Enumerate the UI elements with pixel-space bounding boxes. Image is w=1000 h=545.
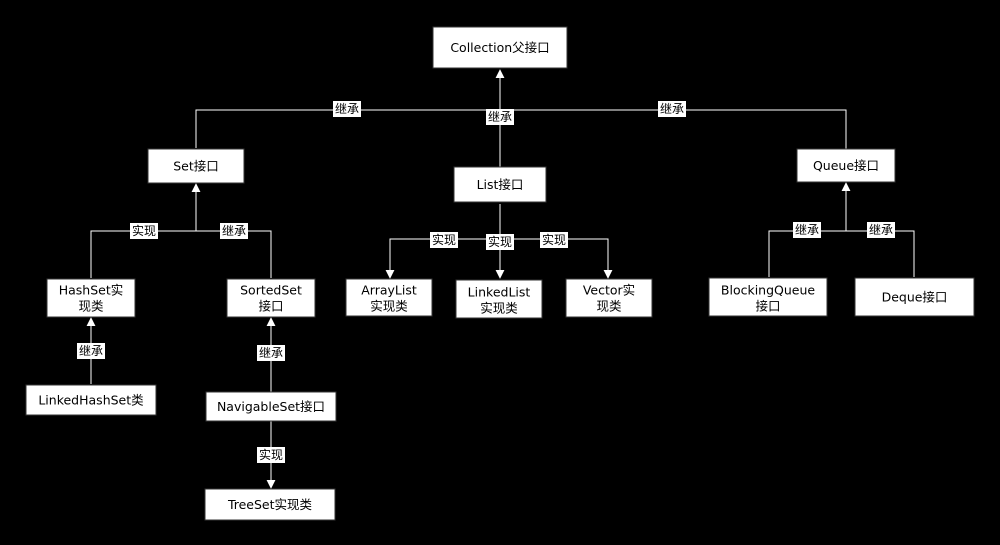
node-collection: Collection父接口	[432, 26, 568, 69]
svg-text:List接口: List接口	[477, 177, 524, 192]
svg-text:实现: 实现	[488, 234, 512, 249]
edge-label-arraylist-implement: 实现	[430, 232, 458, 248]
svg-text:Deque接口: Deque接口	[882, 290, 948, 305]
svg-text:实现类: 实现类	[480, 301, 518, 316]
edge-label-set-inherit: 继承	[333, 101, 361, 117]
node-arraylist: ArrayList 实现类	[345, 278, 433, 317]
edge-label-sortedset-inherit: 继承	[220, 223, 248, 239]
svg-text:Queue接口: Queue接口	[813, 158, 879, 173]
edge-label-treeset-implement: 实现	[257, 447, 285, 463]
svg-text:接口: 接口	[755, 299, 780, 314]
svg-text:实现: 实现	[259, 447, 283, 462]
svg-text:ArrayList: ArrayList	[361, 283, 417, 298]
svg-text:继承: 继承	[259, 346, 283, 360]
node-hashset: HashSet实 现类	[46, 278, 136, 318]
edge-label-linkedlist-implement: 实现	[486, 234, 514, 250]
node-sortedset: SortedSet 接口	[226, 278, 316, 318]
edge-list-to-vector	[500, 238, 613, 279]
svg-text:SortedSet: SortedSet	[240, 283, 302, 298]
node-linkedhashset: LinkedHashSet类	[25, 384, 157, 416]
edge-label-navigableset-inherit: 继承	[257, 345, 285, 361]
svg-text:继承: 继承	[488, 110, 512, 124]
svg-text:接口: 接口	[258, 299, 283, 314]
svg-text:实现: 实现	[432, 232, 456, 247]
edge-label-blockingqueue-inherit: 继承	[793, 222, 821, 238]
node-list: List接口	[453, 166, 547, 203]
svg-text:继承: 继承	[79, 344, 103, 358]
edge-label-deque-inherit: 继承	[867, 222, 895, 238]
svg-text:HashSet实: HashSet实	[59, 283, 124, 298]
node-set: Set接口	[147, 148, 245, 184]
svg-text:实现: 实现	[132, 223, 156, 238]
svg-text:Vector实: Vector实	[583, 283, 635, 298]
svg-text:BlockingQueue: BlockingQueue	[721, 283, 816, 298]
svg-text:Collection父接口: Collection父接口	[450, 40, 549, 55]
svg-text:继承: 继承	[660, 102, 684, 116]
node-vector: Vector实 现类	[565, 278, 653, 318]
edge-label-queue-inherit: 继承	[658, 101, 686, 117]
svg-text:TreeSet实现类: TreeSet实现类	[227, 497, 313, 512]
edge-queue-to-collection	[500, 109, 847, 149]
svg-text:Set接口: Set接口	[173, 159, 219, 174]
edge-label-vector-implement: 实现	[540, 232, 568, 248]
svg-text:NavigableSet接口: NavigableSet接口	[217, 399, 325, 414]
svg-text:继承: 继承	[869, 223, 893, 237]
edge-label-linkedhashset-inherit: 继承	[77, 343, 105, 359]
svg-text:继承: 继承	[795, 223, 819, 237]
svg-text:继承: 继承	[335, 102, 359, 116]
svg-text:实现类: 实现类	[370, 299, 408, 314]
svg-text:现类: 现类	[596, 299, 622, 314]
node-navigableset: NavigableSet接口	[205, 391, 337, 422]
node-deque: Deque接口	[854, 277, 975, 317]
svg-text:实现: 实现	[542, 232, 566, 247]
node-blockingqueue: BlockingQueue 接口	[708, 277, 828, 317]
node-queue: Queue接口	[796, 148, 896, 183]
svg-text:LinkedHashSet类: LinkedHashSet类	[38, 393, 144, 408]
edge-label-list-inherit: 继承	[486, 109, 514, 125]
svg-text:现类: 现类	[78, 299, 104, 314]
node-linkedlist: LinkedList 实现类	[455, 279, 543, 319]
svg-text:LinkedList: LinkedList	[468, 285, 531, 300]
svg-text:继承: 继承	[222, 224, 246, 238]
node-treeset: TreeSet实现类	[204, 488, 336, 521]
edge-label-hashset-implement: 实现	[130, 223, 158, 239]
